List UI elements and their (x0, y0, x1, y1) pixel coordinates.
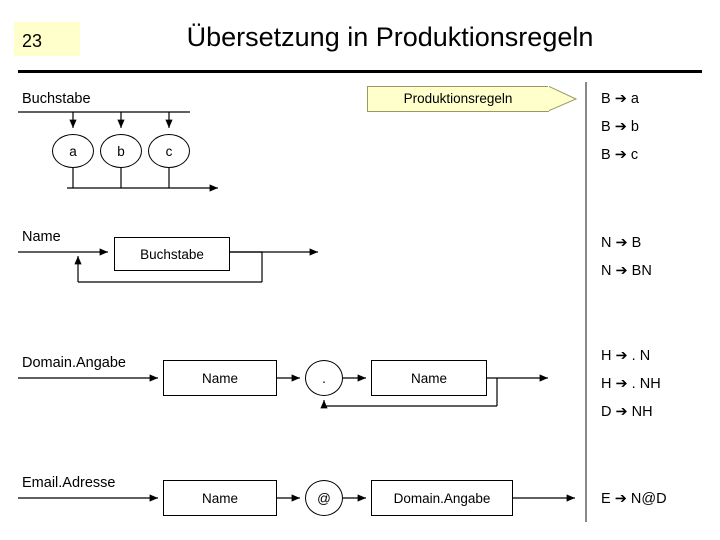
node-name-buchstabe: Buchstabe (114, 237, 230, 271)
right-column-divider (585, 82, 587, 522)
slide-number-background (14, 22, 80, 56)
page-title: Übersetzung in Produktionsregeln (186, 22, 594, 52)
row-label-domainangabe: Domain.Angabe (22, 355, 126, 371)
row-label-buchstabe: Buchstabe (22, 91, 91, 107)
node-domain-dot: . (305, 360, 343, 396)
production-rule-7: H ➔ . NH (601, 376, 661, 392)
row-label-emailadresse: Email.Adresse (22, 475, 116, 491)
node-email-domainangabe: Domain.Angabe (371, 480, 513, 516)
node-buchstabe-a: a (52, 134, 94, 168)
slide-number: 23 (22, 31, 43, 51)
callout-box (367, 86, 549, 112)
node-domain-name2: Name (371, 360, 487, 396)
production-rule-4: N ➔ B (601, 235, 642, 251)
node-email-at: @ (305, 480, 343, 516)
node-email-name: Name (163, 480, 277, 516)
title-divider (18, 70, 702, 73)
production-rule-6: H ➔ . N (601, 348, 651, 364)
production-rule-9: E ➔ N@D (601, 491, 667, 507)
callout-label: Produktionsregeln (403, 91, 513, 106)
node-domain-name1: Name (163, 360, 277, 396)
production-rule-2: B ➔ b (601, 119, 639, 135)
row-label-name: Name (22, 229, 61, 245)
production-rule-1: B ➔ a (601, 91, 639, 107)
production-rule-8: D ➔ NH (601, 404, 653, 420)
callout-tail-icon (548, 86, 578, 112)
production-rule-3: B ➔ c (601, 147, 639, 163)
node-buchstabe-b: b (100, 134, 142, 168)
node-buchstabe-c: c (148, 134, 190, 168)
production-rule-5: N ➔ BN (601, 263, 652, 279)
